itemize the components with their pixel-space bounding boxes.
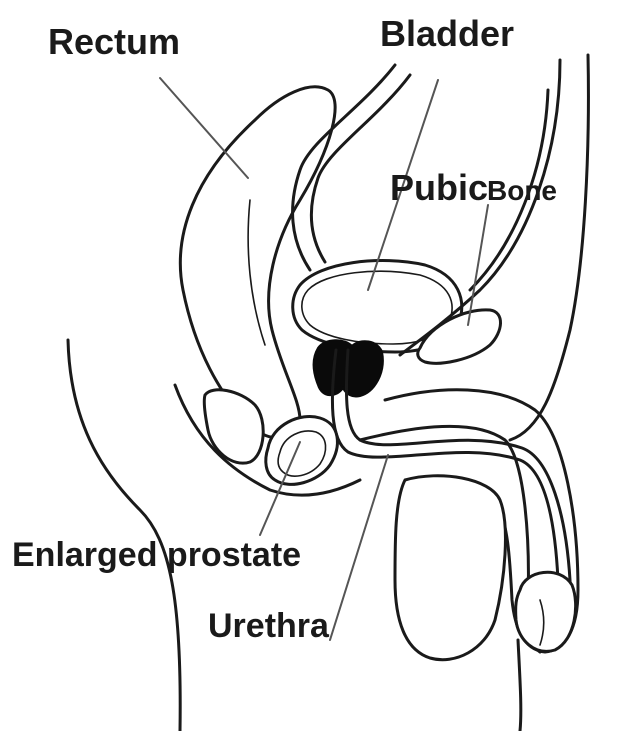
urethra-leader-line — [330, 455, 388, 640]
glans — [516, 572, 576, 651]
pubic-label: Pubic — [390, 167, 488, 208]
enlarged-prostate-label: Enlarged prostate — [12, 536, 301, 574]
rectum-label: Rectum — [48, 21, 180, 62]
pubic-bone-leader-line — [468, 205, 488, 325]
thigh-contour — [518, 640, 521, 731]
scrotum — [395, 476, 505, 660]
bladder-label: Bladder — [380, 13, 514, 54]
body-front-contour — [510, 55, 588, 440]
urethra-label: Urethra — [208, 607, 330, 645]
rectum — [180, 87, 335, 438]
rectum-leader-line — [160, 78, 248, 178]
bone-label: Bone — [487, 175, 557, 206]
